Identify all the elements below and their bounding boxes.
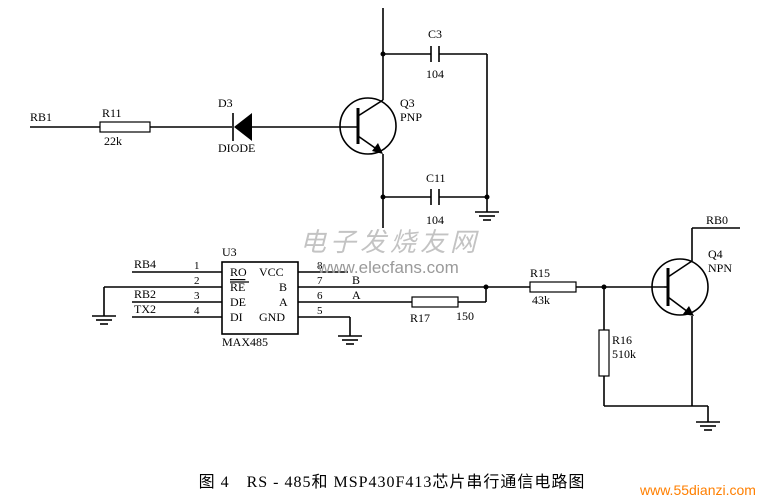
r16-value: 510k	[612, 347, 636, 361]
u3-pin-name-di: DI	[230, 310, 243, 324]
watermark-logo-text: 电子发烧友网	[300, 228, 481, 257]
net-label-tx2: TX2	[134, 302, 156, 316]
ground-icon	[696, 421, 720, 431]
transistor-q3	[339, 97, 397, 155]
transistor-q4	[651, 258, 709, 316]
r17-value: 150	[456, 309, 474, 323]
net-label-rb0: RB0	[706, 213, 728, 227]
u3-pin-name-a: A	[279, 295, 288, 309]
c3-value: 104	[426, 67, 444, 81]
resistor-r11	[99, 121, 151, 133]
capacitor-c11	[383, 189, 487, 205]
u3-pin-num-5: 5	[317, 305, 323, 317]
u3-pin-name-gnd: GND	[259, 310, 285, 324]
q4-type: NPN	[708, 261, 732, 275]
u3-ref: U3	[222, 245, 237, 259]
u3-pin-num-7: 7	[317, 275, 323, 287]
d3-ref: D3	[218, 96, 233, 110]
u3-pin-num-6: 6	[317, 290, 323, 302]
u3-pin-num-1: 1	[194, 260, 200, 272]
r15-value: 43k	[532, 293, 550, 307]
r17-ref: R17	[410, 311, 430, 325]
c11-value: 104	[426, 213, 444, 227]
u3-pin-num-2: 2	[194, 275, 200, 287]
figure-caption: 图 4 RS - 485和 MSP430F413芯片串行通信电路图	[198, 474, 586, 491]
u3-pin-name-b: B	[279, 280, 287, 294]
q3-ref: Q3	[400, 96, 415, 110]
ground-icon	[338, 335, 362, 345]
u3-pin-name-re: RE	[230, 280, 245, 294]
u3-pin-num-3: 3	[194, 290, 200, 302]
u3-pin-name-de: DE	[230, 295, 246, 309]
site-watermark: www.55dianzi.com	[640, 482, 756, 498]
net-label-rb2: RB2	[134, 287, 156, 301]
watermark-url: www.elecfans.com	[318, 258, 459, 277]
max485-chip	[221, 261, 299, 335]
bus-label-a: A	[352, 288, 361, 302]
r15-ref: R15	[530, 266, 550, 280]
u3-part: MAX485	[222, 335, 268, 349]
u3-pin-num-4: 4	[194, 305, 200, 317]
capacitor-c3	[383, 46, 487, 62]
q3-type: PNP	[400, 110, 422, 124]
bus-label-b: B	[352, 273, 360, 287]
u3-pin-name-vcc: VCC	[259, 265, 284, 279]
r16-ref: R16	[612, 333, 632, 347]
resistor-r15	[529, 281, 577, 293]
ground-icon	[475, 211, 499, 221]
net-label-rb1: RB1	[30, 110, 52, 124]
resistor-r16	[598, 329, 610, 377]
net-label-rb4: RB4	[134, 257, 156, 271]
u3-pin-num-8: 8	[317, 260, 323, 272]
diode-d3	[232, 113, 252, 141]
c3-ref: C3	[428, 27, 442, 41]
q4-ref: Q4	[708, 247, 723, 261]
r11-ref: R11	[102, 106, 122, 120]
c11-ref: C11	[426, 171, 446, 185]
resistor-r17	[411, 296, 459, 308]
d3-value: DIODE	[218, 141, 255, 155]
ground-icon	[92, 315, 116, 325]
junction-cap-ground	[484, 194, 490, 200]
r11-value: 22k	[104, 134, 122, 148]
u3-pin-name-ro: RO	[230, 265, 247, 279]
